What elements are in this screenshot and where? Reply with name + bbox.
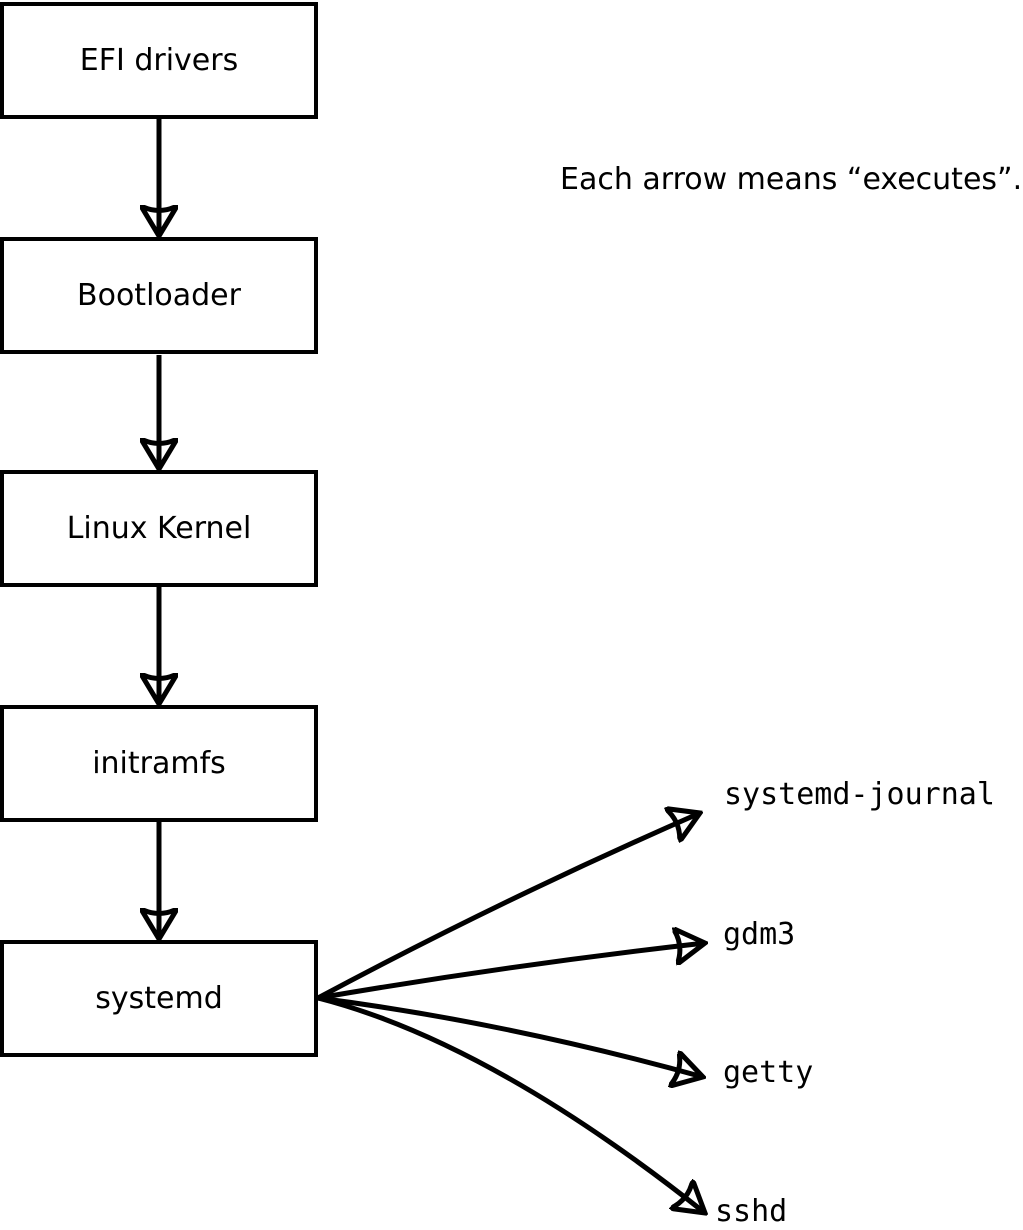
label-getty: getty bbox=[723, 1055, 814, 1090]
node-linux-kernel: Linux Kernel bbox=[0, 470, 318, 587]
node-initramfs-label: initramfs bbox=[92, 746, 226, 781]
node-systemd: systemd bbox=[0, 940, 318, 1057]
label-sshd: sshd bbox=[715, 1194, 788, 1229]
node-efi-drivers-label: EFI drivers bbox=[79, 43, 239, 78]
label-gdm3: gdm3 bbox=[723, 917, 796, 952]
arrow-systemd-to-getty bbox=[317, 995, 703, 1077]
arrow-systemd-to-gdm3 bbox=[317, 943, 705, 1001]
node-bootloader-label: Bootloader bbox=[77, 278, 241, 313]
label-systemd-journal: systemd-journal bbox=[724, 777, 995, 812]
arrow-meaning-note: Each arrow means “executes”. bbox=[560, 162, 1023, 197]
node-initramfs: initramfs bbox=[0, 705, 318, 822]
node-systemd-label: systemd bbox=[95, 981, 223, 1016]
node-linux-kernel-label: Linux Kernel bbox=[66, 511, 252, 546]
node-efi-drivers: EFI drivers bbox=[0, 2, 318, 119]
node-bootloader: Bootloader bbox=[0, 237, 318, 354]
arrow-systemd-to-journal bbox=[316, 813, 700, 1001]
arrow-systemd-to-sshd bbox=[317, 995, 705, 1213]
